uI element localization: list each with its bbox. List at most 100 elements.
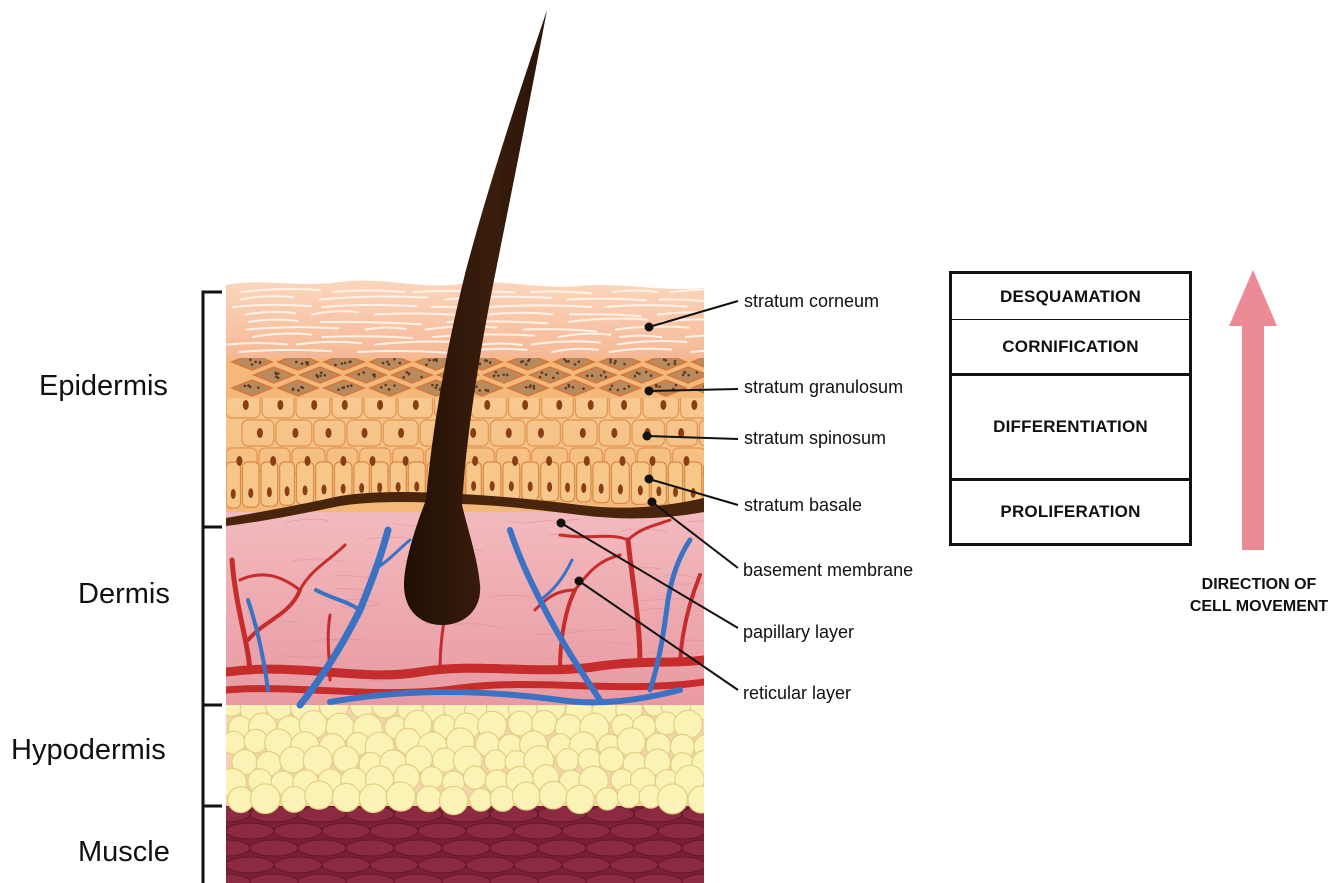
- granule: [533, 385, 536, 388]
- granule: [386, 361, 389, 364]
- fat-cell: [490, 786, 515, 811]
- granule: [436, 384, 439, 387]
- muscle-cell: [370, 823, 418, 839]
- cell-nucleus: [547, 482, 552, 492]
- granule: [341, 362, 344, 365]
- granule: [435, 386, 438, 389]
- cell-nucleus: [267, 487, 272, 497]
- cell-nucleus: [618, 484, 623, 494]
- granule: [655, 385, 658, 388]
- cell-nucleus: [285, 486, 290, 496]
- granule: [259, 362, 262, 365]
- granule: [320, 371, 323, 374]
- cell-nucleus: [711, 428, 717, 438]
- muscle-cell: [514, 823, 562, 839]
- granule: [502, 373, 505, 376]
- granule: [703, 385, 706, 388]
- cell-nucleus: [257, 428, 263, 438]
- cell-nucleus: [528, 482, 533, 492]
- granule: [384, 384, 387, 387]
- granule: [380, 386, 383, 389]
- muscle-cell: [370, 857, 418, 873]
- muscle-cell: [298, 840, 346, 856]
- muscle-cell: [634, 840, 682, 856]
- cell-nucleus: [484, 400, 490, 410]
- direction-caption-line1: DIRECTION OF: [1180, 574, 1338, 596]
- granule: [435, 358, 438, 361]
- cell-nucleus: [413, 400, 419, 410]
- granule: [675, 384, 678, 387]
- granule: [720, 359, 723, 362]
- basal-cell: [296, 462, 313, 504]
- granule: [478, 389, 481, 392]
- cell-nucleus: [341, 484, 346, 494]
- stratum-basale-label: stratum basale: [744, 495, 862, 516]
- cell-nucleus: [621, 400, 627, 410]
- cell-phase-box: DESQUAMATION CORNIFICATION DIFFERENTIATI…: [949, 271, 1192, 546]
- granule: [617, 389, 620, 392]
- cell-nucleus: [683, 456, 689, 466]
- muscle-cell: [610, 823, 658, 839]
- basal-cell: [226, 462, 240, 508]
- fat-cell: [386, 782, 415, 811]
- cell-nucleus: [377, 482, 382, 492]
- basal-cell: [611, 462, 629, 503]
- granule: [347, 385, 350, 388]
- granule: [301, 386, 304, 389]
- granule: [388, 363, 391, 366]
- granule: [650, 374, 653, 377]
- granule: [343, 386, 346, 389]
- muscle-cell: [442, 840, 490, 856]
- granule: [362, 371, 365, 374]
- granule: [605, 376, 608, 379]
- basal-cell: [541, 462, 559, 501]
- fat-cell: [566, 785, 594, 813]
- layer-bracket: [203, 292, 222, 883]
- muscle-cell: [250, 840, 298, 856]
- cell-nucleus: [522, 400, 528, 410]
- muscle-cell: [610, 857, 658, 873]
- granule: [319, 374, 322, 377]
- granule: [348, 361, 351, 364]
- cell-nucleus: [538, 428, 544, 438]
- granule: [638, 372, 641, 375]
- fat-cell: [440, 786, 468, 814]
- granule: [257, 386, 260, 389]
- muscle-cell: [274, 823, 322, 839]
- muscle-cell: [394, 840, 442, 856]
- cell-nucleus: [311, 400, 317, 410]
- granule: [479, 363, 482, 366]
- muscle-cell: [346, 840, 394, 856]
- granule: [674, 360, 677, 363]
- hypodermis-label: Hypodermis: [11, 734, 166, 767]
- granule: [674, 363, 677, 366]
- stratum-corneum-label: stratum corneum: [744, 291, 879, 312]
- granule: [399, 362, 402, 365]
- cell-nucleus: [471, 481, 476, 491]
- cell-nucleus: [580, 428, 586, 438]
- cell-nucleus: [581, 483, 586, 493]
- fat-cell: [674, 710, 703, 739]
- cell-nucleus: [660, 400, 666, 410]
- epidermis-label: Epidermis: [39, 370, 168, 403]
- cell-nucleus: [490, 481, 495, 491]
- basal-cell: [522, 462, 539, 501]
- granule: [275, 373, 278, 376]
- granule: [609, 358, 612, 361]
- granule: [636, 371, 639, 374]
- basal-cell: [668, 462, 682, 506]
- muscle-layer: [202, 805, 730, 883]
- granule: [591, 374, 594, 377]
- granule: [623, 388, 626, 391]
- granule: [634, 375, 637, 378]
- muscle-cell: [562, 823, 610, 839]
- granule: [382, 362, 385, 365]
- granule: [658, 385, 661, 388]
- granule: [682, 374, 685, 377]
- cell-nucleus: [512, 456, 518, 466]
- direction-caption: DIRECTION OF CELL MOVEMENT: [1180, 574, 1338, 618]
- granule: [277, 376, 280, 379]
- granule: [428, 359, 431, 362]
- granule: [574, 363, 577, 366]
- cell-nucleus: [362, 428, 368, 438]
